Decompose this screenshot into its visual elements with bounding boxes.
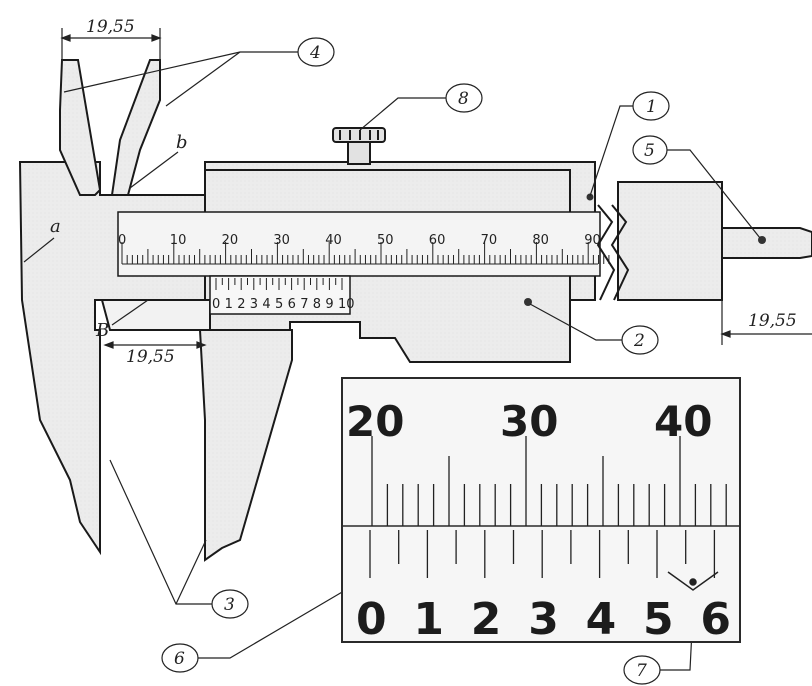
main-scale-number: 40 xyxy=(325,233,342,248)
callout-1: 1 xyxy=(632,91,670,121)
vernier-scale-number: 6 xyxy=(288,297,296,312)
dimension-right-label: 19,55 xyxy=(748,311,797,331)
inset-vernier-number: 6 xyxy=(700,594,731,645)
main-scale-number: 30 xyxy=(273,233,290,248)
vernier-scale-number: 8 xyxy=(313,297,321,312)
callout-8: 8 xyxy=(445,83,483,113)
main-scale-number: 20 xyxy=(222,233,239,248)
inset-main-numbers: 20 30 40 xyxy=(346,397,712,446)
lower-fixed-jaw-tip xyxy=(100,299,211,331)
callout-4: 4 xyxy=(297,37,335,67)
svg-text:6: 6 xyxy=(174,649,185,669)
main-scale-ticks xyxy=(121,242,610,265)
callout-2: 2 xyxy=(621,325,659,355)
inset-vernier-ticks xyxy=(369,530,716,578)
main-scale-number: 70 xyxy=(481,233,498,248)
main-scale-numbers: 0 10 20 30 40 50 60 70 80 90 xyxy=(118,233,601,248)
beam-right-section xyxy=(617,181,723,301)
inset-vernier-number: 1 xyxy=(413,594,444,645)
inset-vernier-number: 0 xyxy=(356,594,387,645)
label-a: a xyxy=(50,216,61,237)
dot-1 xyxy=(586,193,594,201)
inset-vernier-number: 5 xyxy=(643,594,674,645)
svg-text:3: 3 xyxy=(224,595,235,615)
break-mark xyxy=(596,204,616,301)
vernier-scale-number: 9 xyxy=(325,297,333,312)
vernier-scale-number: 3 xyxy=(250,297,258,312)
vernier-scale-number: 10 xyxy=(338,297,355,312)
inset-main-ticks xyxy=(371,436,727,526)
callout-6: 6 xyxy=(161,643,199,673)
svg-text:4: 4 xyxy=(309,43,321,63)
main-scale-number: 10 xyxy=(170,233,187,248)
vernier-scale-number: 1 xyxy=(225,297,233,312)
svg-text:5: 5 xyxy=(644,141,655,161)
svg-text:2: 2 xyxy=(633,331,645,351)
callout-5: 5 xyxy=(632,135,668,165)
upper-fixed-knife xyxy=(59,59,102,196)
inset-vernier-number: 2 xyxy=(471,594,502,645)
vernier-scale-ticks xyxy=(215,278,343,290)
depth-rod xyxy=(721,227,812,259)
callout-7: 7 xyxy=(623,655,661,685)
svg-text:7: 7 xyxy=(636,661,647,681)
dimension-inner-label: 19,55 xyxy=(126,347,175,367)
vernier-scale-number: 4 xyxy=(262,297,270,312)
main-scale-number: 0 xyxy=(118,233,126,248)
vernier-scale-number: 7 xyxy=(300,297,308,312)
inset-vernier-number: 3 xyxy=(528,594,559,645)
vernier-scale-number: 0 xyxy=(212,297,220,312)
dimension-inner xyxy=(103,341,207,349)
lower-sliding-jaw xyxy=(198,329,293,562)
inset-main-number: 40 xyxy=(654,397,712,446)
svg-text:1: 1 xyxy=(646,97,657,117)
main-scale-number: 50 xyxy=(377,233,394,248)
callout-3: 3 xyxy=(211,589,249,619)
vernier-scale-number: 5 xyxy=(275,297,283,312)
svg-text:8: 8 xyxy=(458,89,469,109)
upper-sliding-knife xyxy=(110,59,161,196)
vernier-scale-number: 2 xyxy=(237,297,245,312)
main-scale-strip xyxy=(117,211,601,277)
locking-screw xyxy=(332,127,386,165)
dimension-top-label: 19,55 xyxy=(86,17,135,37)
main-scale-number: 60 xyxy=(429,233,446,248)
vernier-window xyxy=(209,275,351,315)
label-b: b xyxy=(176,132,188,153)
inset-main-number: 30 xyxy=(500,397,558,446)
coincidence-marker xyxy=(667,571,719,591)
inset-vernier-number: 4 xyxy=(586,594,617,645)
dimension-right xyxy=(720,300,812,345)
inset-main-number: 20 xyxy=(346,397,404,446)
label-B: B xyxy=(95,320,109,341)
main-scale-number: 90 xyxy=(584,233,601,248)
dimension-top xyxy=(60,28,162,62)
main-scale-number: 80 xyxy=(532,233,549,248)
